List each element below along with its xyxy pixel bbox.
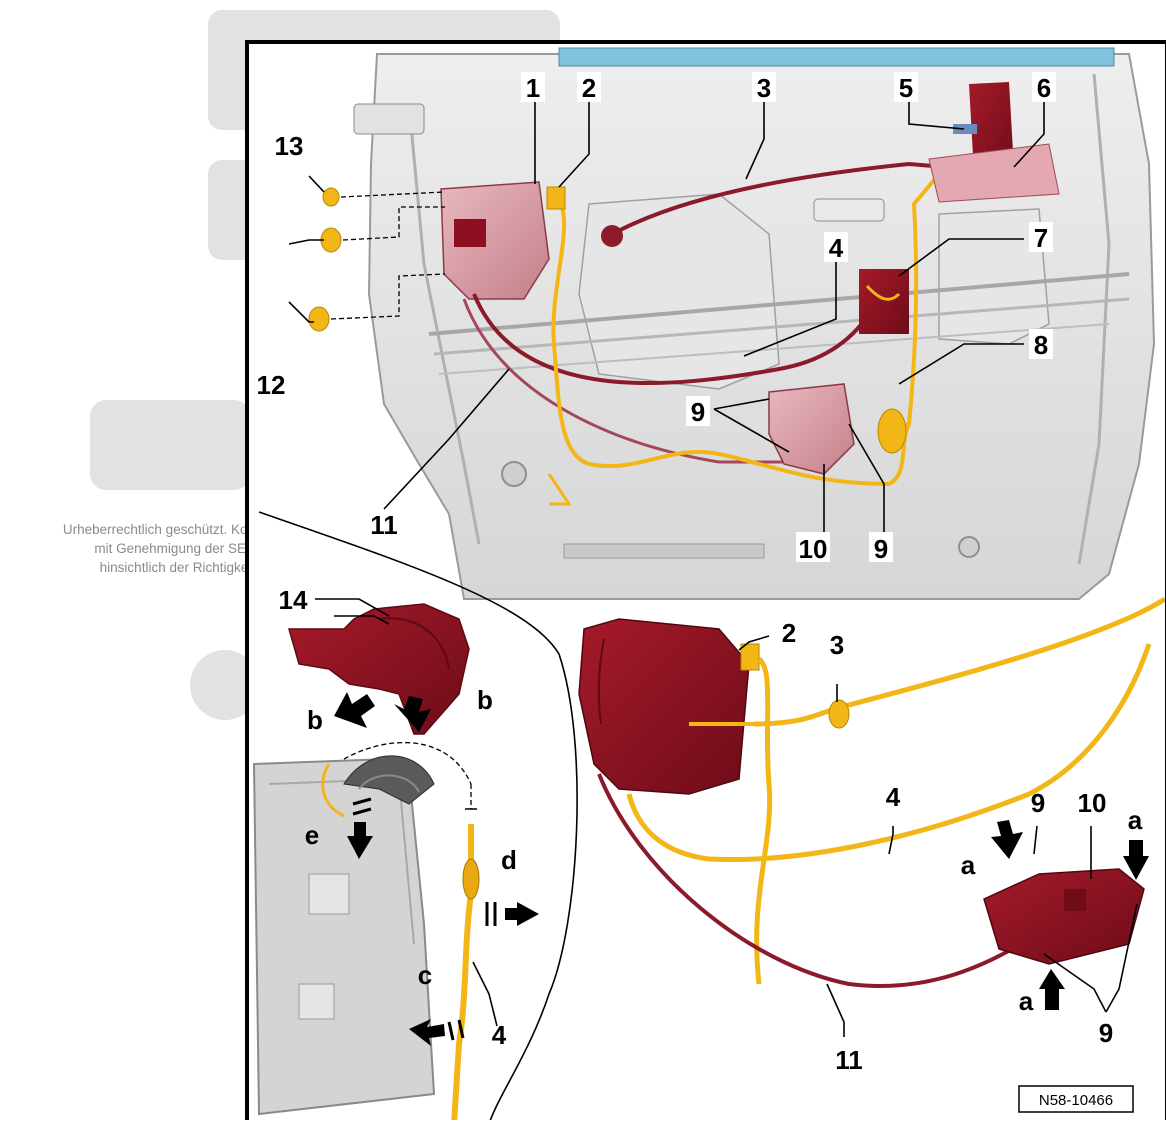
label-6: 6 xyxy=(1037,73,1051,103)
lock-unit-detail-bottom xyxy=(578,618,760,795)
label-2: 2 xyxy=(582,73,596,103)
label-b-left: b xyxy=(307,705,323,735)
central-locking-unit-top xyxy=(928,82,1060,203)
label-11-top: 11 xyxy=(370,510,398,540)
label-4-detail-left: 4 xyxy=(492,1020,507,1050)
door-lock-housing xyxy=(440,181,550,300)
detail-separator-curve xyxy=(258,511,578,1120)
cable-clip-cover-14 xyxy=(288,603,470,735)
label-c: c xyxy=(418,960,432,990)
detail-yellow-cables xyxy=(626,596,1165,985)
label-7: 7 xyxy=(1034,223,1048,253)
lock-mechanism-grey xyxy=(252,755,436,1116)
arrow-b-left xyxy=(334,692,375,728)
label-e: e xyxy=(305,820,319,850)
watermark-logo-letter-s xyxy=(90,400,250,490)
top-yellow-wiring-harness xyxy=(546,172,941,506)
motor-detail-10 xyxy=(983,868,1145,965)
watermark-copyright-line-3: hinsichtlich der Richtigkeit xyxy=(99,560,255,575)
label-10-top: 10 xyxy=(799,534,828,564)
label-1: 1 xyxy=(526,73,540,103)
label-12: 12 xyxy=(257,370,286,400)
label-9-detail-bottom: 9 xyxy=(1099,1018,1113,1048)
watermark-copyright-line-1: Urheberrechtlich geschützt. Kop xyxy=(62,522,255,537)
top-red-cables xyxy=(462,161,970,464)
label-9-top-left: 9 xyxy=(691,397,705,427)
label-a-bottom: a xyxy=(1019,986,1034,1016)
label-5: 5 xyxy=(899,73,913,103)
door-lock-exploded-diagram: 1 2 3 5 6 7 4 8 9 10 9 11 12 13 14 2 3 4… xyxy=(249,47,1165,1120)
arrow-d xyxy=(485,902,539,926)
arrow-b-right xyxy=(394,696,431,732)
label-4-top: 4 xyxy=(829,233,844,263)
document-id-box: N58-10466 xyxy=(1018,1085,1134,1113)
label-a-right: a xyxy=(1128,805,1143,835)
arrow-e xyxy=(347,797,373,859)
arrow-a-right-top xyxy=(1123,840,1149,880)
detail-cable-4 xyxy=(321,742,480,1120)
arrow-c xyxy=(409,1019,465,1046)
label-3: 3 xyxy=(757,73,771,103)
callout-labels: 1 2 3 5 6 7 4 8 9 10 9 11 12 13 14 2 3 4… xyxy=(249,72,1143,1075)
arrow-a-bottom xyxy=(1039,969,1065,1010)
label-4-detail-right: 4 xyxy=(886,782,901,812)
label-14: 14 xyxy=(279,585,308,615)
leader-lines xyxy=(288,102,1138,1037)
label-10-detail: 10 xyxy=(1078,788,1107,818)
label-3-detail: 3 xyxy=(830,630,844,660)
detail-red-cable-11 xyxy=(597,773,1031,988)
fasteners-12-13 xyxy=(308,187,446,332)
label-13: 13 xyxy=(275,131,304,161)
diagram-frame: 1 2 3 5 6 7 4 8 9 10 9 11 12 13 14 2 3 4… xyxy=(245,40,1166,1120)
control-unit-7 xyxy=(859,269,909,334)
label-2-detail: 2 xyxy=(782,618,796,648)
label-a-left: a xyxy=(961,850,976,880)
arrow-a-left-top xyxy=(991,820,1023,859)
watermark-copyright-line-2: mit Genehmigung der SEA xyxy=(94,541,255,556)
label-11-detail: 11 xyxy=(835,1045,863,1075)
label-b-right: b xyxy=(477,685,493,715)
label-9-top-right: 9 xyxy=(874,534,888,564)
label-9-detail-top: 9 xyxy=(1031,788,1045,818)
label-d: d xyxy=(501,845,517,875)
document-id: N58-10466 xyxy=(1039,1092,1113,1109)
label-8: 8 xyxy=(1034,330,1048,360)
